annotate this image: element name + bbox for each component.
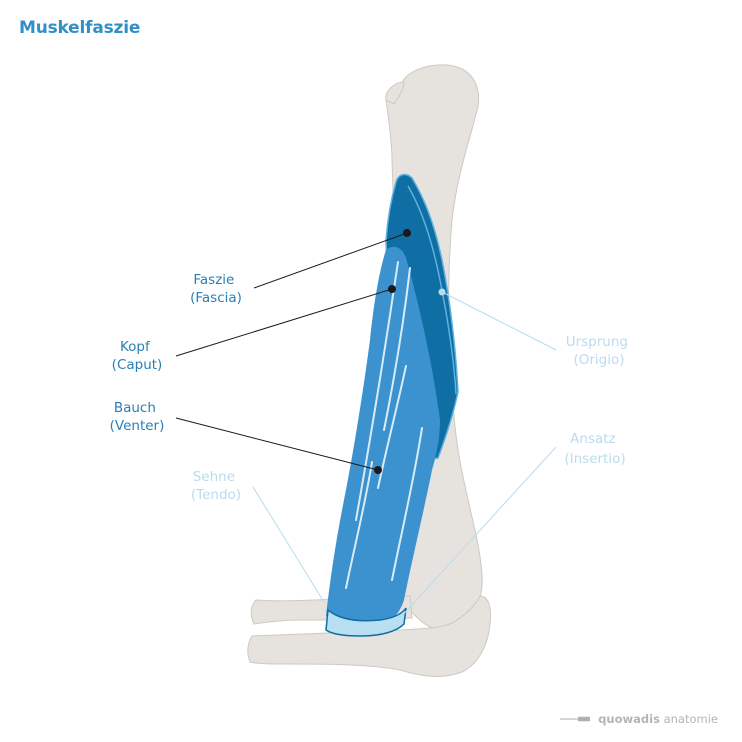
- page-title: Muskelfaszie: [19, 18, 141, 38]
- fiber-line: [345, 461, 373, 589]
- label-kopf-name: Kopf: [120, 339, 151, 355]
- leader-faszie: [253, 232, 408, 289]
- leader-bauch: [175, 417, 379, 471]
- label-bauch: Bauch (Venter): [110, 400, 165, 434]
- label-bauch-latin: (Venter): [110, 418, 165, 434]
- label-kopf-latin: (Caput): [112, 357, 163, 373]
- label-kopf: Kopf (Caput): [112, 339, 163, 373]
- fiber-line: [383, 267, 411, 431]
- label-ansatz-name: Ansatz: [570, 431, 615, 447]
- brand-text: quowadis anatomie: [598, 712, 718, 726]
- dot-ursprung: [438, 288, 446, 296]
- dot-faszie: [403, 229, 411, 237]
- label-ansatz: Ansatz (Insertio): [564, 431, 625, 467]
- dot-kopf: [388, 285, 396, 293]
- leader-ursprung: [441, 291, 557, 351]
- brand-mark-icon: [560, 716, 591, 722]
- bone-head: [385, 81, 405, 105]
- label-sehne-latin: (Tendo): [191, 487, 241, 503]
- label-faszie-latin: (Fascia): [190, 290, 242, 306]
- brand-name-bold: quowadis: [598, 712, 660, 726]
- muscle-belly: [326, 246, 440, 628]
- fiber-line: [391, 427, 423, 581]
- leader-ansatz: [399, 446, 557, 619]
- leader-sehne: [252, 486, 325, 603]
- leader-kopf: [175, 288, 393, 357]
- label-faszie-name: Faszie: [193, 272, 234, 288]
- label-bauch-name: Bauch: [114, 400, 156, 416]
- label-ansatz-latin: (Insertio): [564, 451, 625, 467]
- marker-dots: [374, 229, 446, 474]
- label-sehne-name: Sehne: [193, 469, 235, 485]
- fiber-line: [377, 365, 407, 489]
- label-ursprung-name: Ursprung: [566, 334, 628, 350]
- label-faszie: Faszie (Fascia): [190, 272, 242, 306]
- dot-bauch: [374, 466, 382, 474]
- label-sehne: Sehne (Tendo): [191, 469, 241, 503]
- labels: Faszie (Fascia) Kopf (Caput) Bauch (Vent…: [110, 272, 633, 503]
- leader-lines: [175, 232, 557, 619]
- fascia-edge: [407, 185, 457, 395]
- brand-logo: quowadis anatomie: [555, 712, 718, 726]
- tendon: [325, 607, 407, 637]
- label-ursprung: Ursprung (Origio): [566, 334, 633, 368]
- label-ursprung-latin: (Origio): [573, 352, 624, 368]
- brand-name-rest: anatomie: [659, 712, 718, 726]
